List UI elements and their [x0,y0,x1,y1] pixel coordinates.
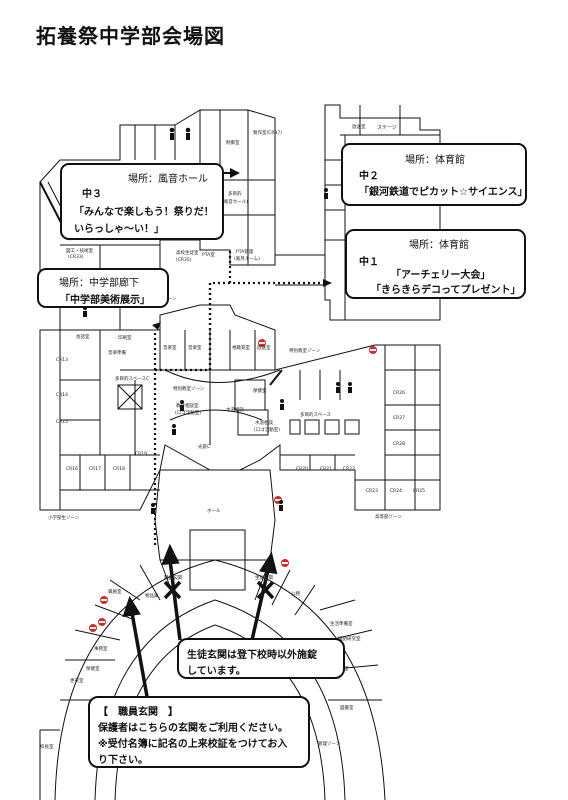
student-entrance-note: 生徒玄関は登下校時以外施錠 しています。 [177,638,345,679]
room-label: CR28 [393,442,405,447]
room-label: 水道相談 [255,421,273,426]
room-label: 音楽室 [163,346,177,351]
callout-naka1: 場所：体育館 中１ 「アーチェリー大会」 「きらきらデコってプレゼント」 [345,229,526,299]
grade-code: 中２ [359,171,379,182]
room-label: 図工・技術室 [66,249,93,254]
room-label: (ロゴ活動室) [254,428,281,433]
room-label: (CR35) [176,258,192,263]
note-line: 生徒玄関は登下校時以外施錠 [187,650,317,661]
room-label: 製作室(CR37) [253,131,283,136]
room-label: 事務室 [94,647,108,652]
room-label: CR24 [390,489,402,494]
room-label: 制御室 [226,141,240,146]
room-label: 生徒玄関 [255,576,273,581]
room-label: ホール [207,509,221,514]
zone-label: 高等部ゾーン [375,515,402,520]
event-title: 「きらきらデコってプレゼント」 [371,285,521,296]
room-label: CR21 [320,467,332,472]
room-label: CR20 [296,467,308,472]
room-label: CR26 [393,391,405,396]
location-label: 場所：風音ホール [128,174,208,185]
room-label: 会話室 [76,335,90,340]
room-label: CR19 [135,452,147,457]
callout-naka2: 場所：体育館 中２ 「銀河鉄道でピカット☆サイエンス」 [341,143,528,206]
room-label: 生活準備室 [330,622,353,627]
room-label: PTA管理 [236,250,254,255]
callout-naka3: 場所：風音ホール 中３ 「みんなで楽しもう！祭りだ！ いらっしゃ〜い！」 [60,163,224,240]
room-label: 印刷室 [118,336,132,341]
room-label: CR25 [413,489,425,494]
event-title: 「アーチェリー大会」 [391,270,491,281]
note-line: り下さい。 [98,755,148,766]
room-label: 特別教室ゾーン [173,387,205,392]
room-label: CR13 [56,358,68,363]
room-label: CR27 [393,416,405,421]
room-label: (風音ホール) [222,200,249,205]
staff-entrance-note: 【 職員玄関 】 保護者はこちらの玄関をご利用ください。 ※受付名簿に記名の上来… [88,696,310,768]
room-label: CR22 [343,467,355,472]
note-line: しています。 [187,666,246,677]
room-label: (CR33) [68,255,84,260]
note-line: ※受付名簿に記名の上来校証をつけてお入 [98,739,288,750]
room-label: PTA室 [202,253,215,258]
room-label: 図書室 [340,706,354,711]
room-label: 視聴覚室 [232,346,250,351]
room-label: 公務 [291,592,300,597]
no-entry-markers [89,339,377,632]
room-label: CR16 [66,467,78,472]
room-label: (ロゴ活動室) [175,411,202,416]
room-label: CR15 [56,420,68,425]
room-label: 音楽室 [188,346,202,351]
event-title: 「中学部美術展示」 [60,295,150,306]
room-label: 多目的 [228,192,242,197]
gymnasium-outline [324,104,441,321]
room-label: 光庭C [198,445,211,450]
room-label: ゾーン [163,297,177,302]
room-label: 職員室 [108,590,122,595]
callout-corridor: 場所：中学部廊下 「中学部美術展示」 [37,268,169,308]
room-label: 音楽準備 [108,351,126,356]
event-title: 「みんなで楽しもう！祭りだ！ [74,207,214,218]
location-label: 場所：体育館 [409,240,469,251]
room-label: 教育相談室 [176,404,199,409]
room-label: 職員玄関 [164,576,182,581]
room-label: 物品庫 [145,594,159,599]
zone-label: 小学部生ゾーン [48,516,80,521]
event-title: いらっしゃ〜い！」 [74,224,164,235]
room-label: 多目的スペース [300,413,331,418]
zone-label: 管理ゾーン [318,742,341,747]
room-label: (風月ルーム) [234,257,260,262]
note-line: 保護者はこちらの玄関をご利用ください。 [98,723,288,734]
location-label: 場所：体育館 [405,155,465,166]
central-block-outline [39,304,441,511]
grade-code: 中３ [82,189,102,200]
note-heading: 【 職員玄関 】 [98,707,178,718]
room-label: 放送室 [352,125,366,130]
grade-code: 中１ [359,257,379,268]
room-label: 保健室 [253,389,267,394]
room-label: 水道相談 [226,408,244,413]
lower-arc-outline [54,559,386,800]
room-label: 国語研究室 [338,637,361,642]
room-label: CR14 [56,393,68,398]
room-label: CR18 [113,467,125,472]
page-title: 拓養祭中学部会場図 [36,24,225,48]
room-label: 更衣室 [70,679,84,684]
room-label: 高校生徒室 [176,251,199,256]
event-title: 「銀河鉄道でピカット☆サイエンス」 [359,187,528,198]
room-label: ステージ [377,125,397,131]
location-label: 場所：中学部廊下 [59,278,139,289]
room-label: 放送室 [257,346,271,351]
room-label: CR23 [366,489,378,494]
restroom-icons [83,127,352,514]
route-lines [153,250,325,545]
room-label: CR17 [89,467,101,472]
room-label: 校長室 [40,745,54,750]
room-label: 保健室 [86,667,100,672]
room-label: 多目的スペースC [115,377,150,382]
room-label: 特別教室ゾーン [289,349,321,354]
